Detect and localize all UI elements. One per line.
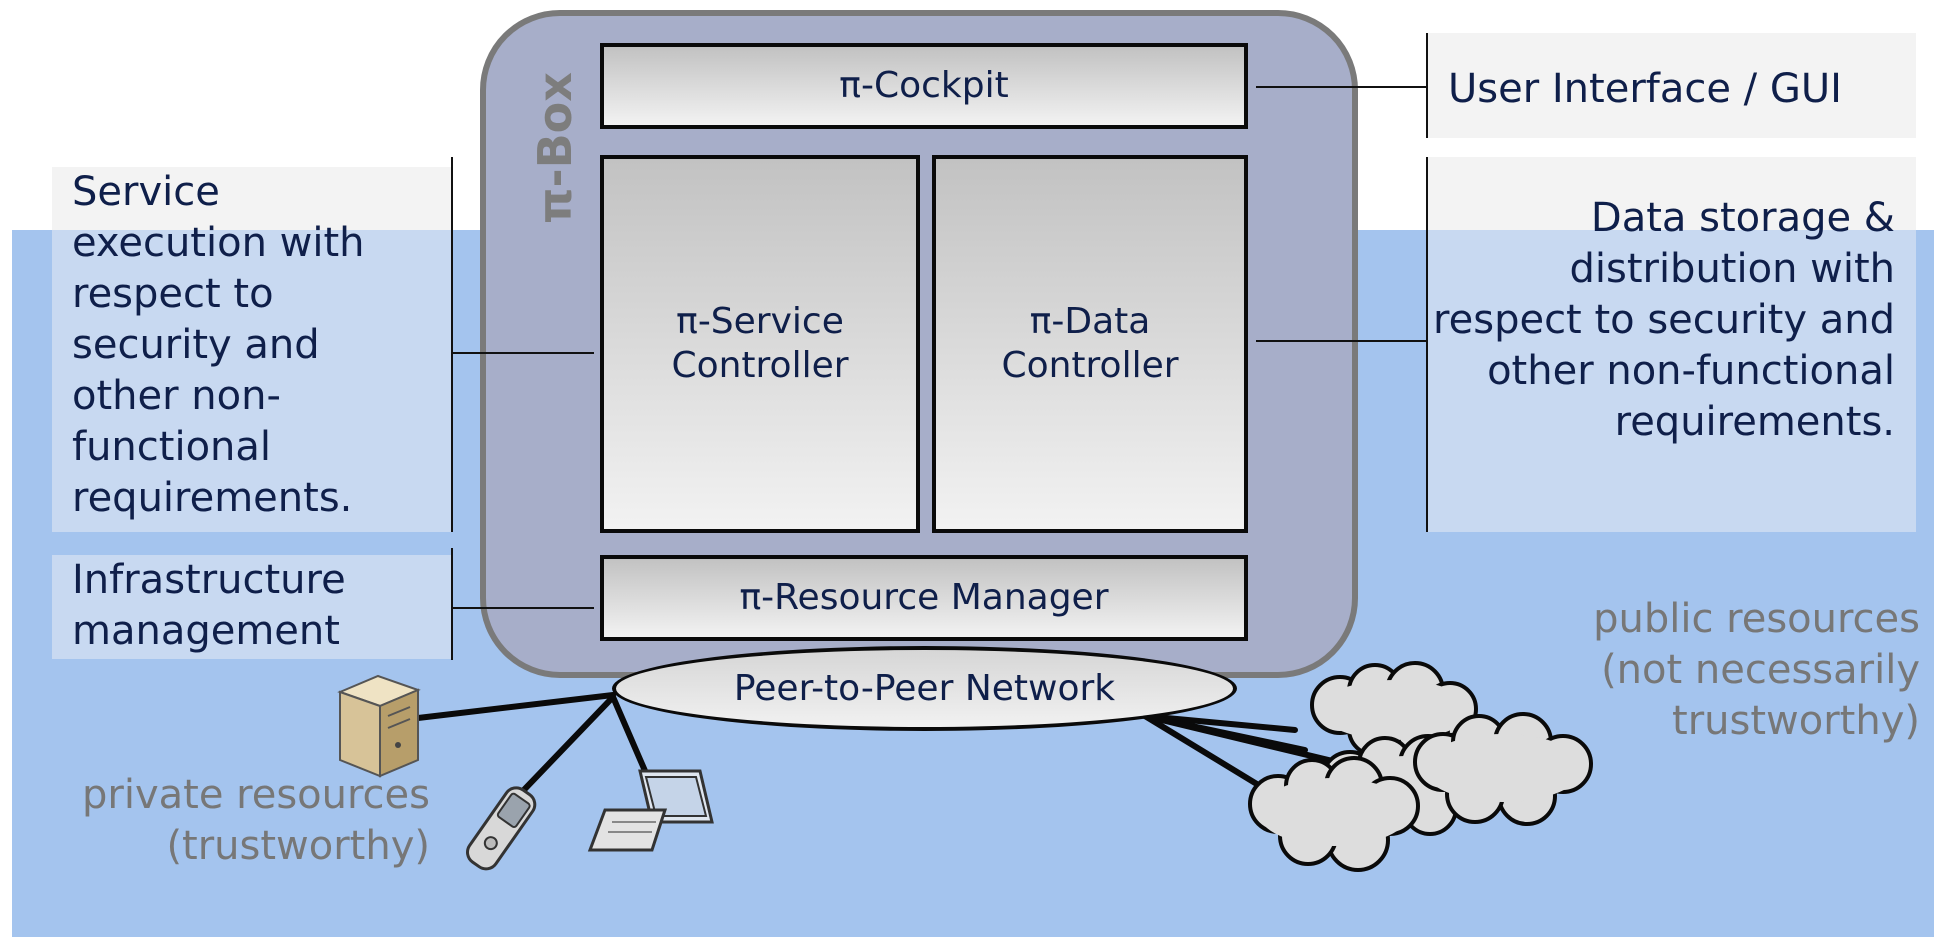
laptop-icon bbox=[587, 769, 714, 852]
server-icon bbox=[337, 674, 421, 778]
data-label-bracket bbox=[1426, 157, 1428, 532]
service-execution-label: Service execution with respect to securi… bbox=[52, 167, 452, 532]
gui-label-bracket bbox=[1426, 33, 1428, 138]
data-storage-label: Data storage & distribution with respect… bbox=[1428, 157, 1916, 532]
data-connector bbox=[1256, 340, 1426, 342]
public-resources-label: public resources (not necessarily trustw… bbox=[1593, 596, 1920, 744]
pi-service-controller-component[interactable]: π-Service Controller bbox=[600, 155, 920, 533]
service-connector bbox=[451, 352, 594, 354]
gui-connector bbox=[1256, 86, 1426, 88]
infrastructure-connector bbox=[451, 607, 594, 609]
private-resources-label: private resources (trustworthy) bbox=[82, 772, 430, 869]
mobile-phone-icon bbox=[466, 786, 537, 871]
pi-cockpit-component[interactable]: π-Cockpit bbox=[600, 43, 1248, 129]
infrastructure-label: Infrastructure management bbox=[52, 555, 452, 659]
service-label-bracket bbox=[451, 157, 453, 532]
gui-label: User Interface / GUI bbox=[1428, 33, 1916, 138]
infrastructure-label-bracket bbox=[451, 548, 453, 660]
cloud-icon bbox=[1248, 661, 1593, 872]
peer-to-peer-network[interactable]: Peer-to-Peer Network bbox=[612, 646, 1237, 731]
pi-data-controller-component[interactable]: π-Data Controller bbox=[932, 155, 1248, 533]
pi-resource-manager-component[interactable]: π-Resource Manager bbox=[600, 555, 1248, 641]
